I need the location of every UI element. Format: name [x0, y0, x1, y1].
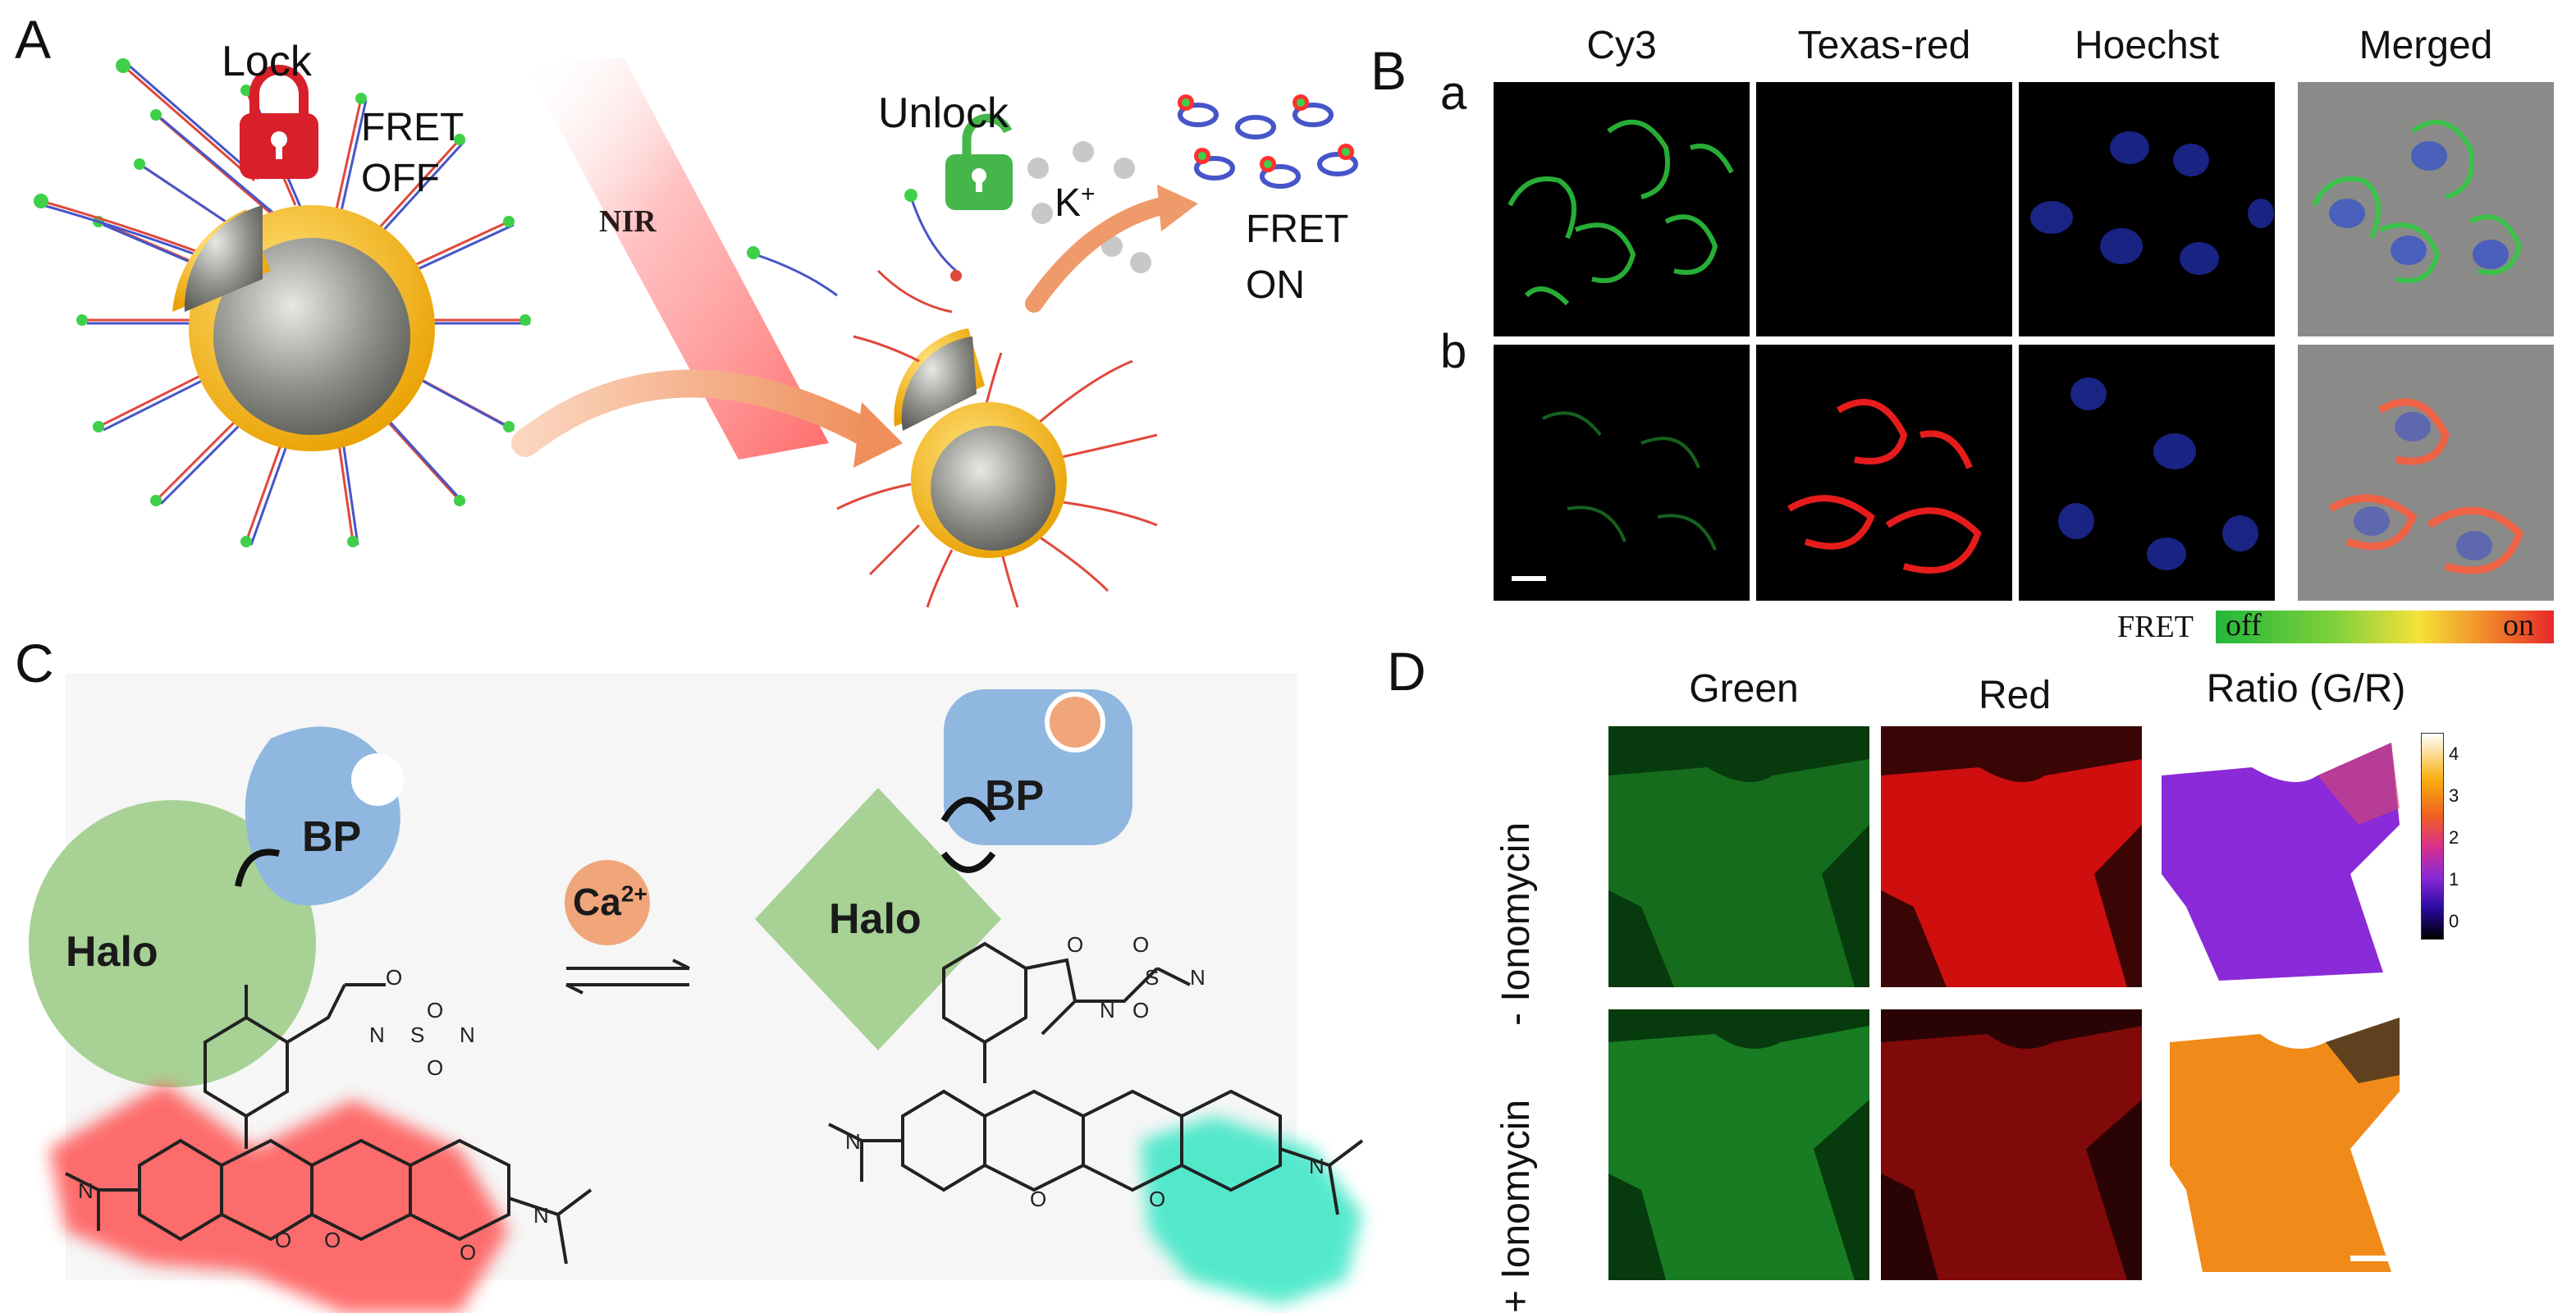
micrograph-b-texas-red	[1756, 345, 2012, 601]
left-fluorophore-skeleton	[65, 983, 593, 1265]
panel-d-col-ratio: Ratio (G/R)	[2206, 667, 2406, 711]
svg-text:O: O	[427, 1055, 443, 1080]
svg-text:N: N	[1190, 965, 1206, 990]
svg-text:O: O	[1030, 1187, 1046, 1211]
svg-text:N: N	[533, 1203, 549, 1228]
calcium-label: Ca2+	[573, 881, 647, 923]
micrograph-a-texas-red	[1756, 82, 2012, 336]
ratio-tick-1: 1	[2449, 869, 2459, 890]
micrograph-plus-ratio	[2153, 1009, 2414, 1280]
bp-label-right: BP	[985, 772, 1045, 820]
fret-off-label-line1: FRET	[361, 106, 464, 149]
bp-label-left: BP	[302, 813, 362, 861]
fluorophore-dots-left	[76, 85, 531, 547]
panel-b-col-cy3: Cy3	[1586, 24, 1657, 67]
potassium-label: K+	[1055, 181, 1096, 225]
nanoparticle-right-core	[931, 426, 1055, 551]
panel-a-letter: A	[15, 9, 52, 70]
nir-beam	[525, 57, 829, 460]
fret-on-label-line1: FRET	[1246, 208, 1349, 251]
micrograph-plus-green	[1608, 1009, 1869, 1280]
panel-d-row-plus: + Ionomycin	[1494, 1099, 1538, 1313]
svg-text:N: N	[1309, 1154, 1325, 1178]
ratio-tick-2: 2	[2449, 827, 2459, 848]
bp-binding-pocket-empty	[351, 753, 404, 806]
micrograph-b-merged	[2298, 345, 2554, 601]
svg-text:S: S	[1145, 965, 1159, 990]
panel-b-col-merged: Merged	[2359, 24, 2493, 67]
micrograph-a-cy3	[1494, 82, 1750, 336]
scale-bar-b	[1512, 576, 1546, 581]
micrograph-b-cy3	[1494, 345, 1750, 601]
panel-b-col-texas-red: Texas-red	[1797, 24, 1971, 67]
svg-text:O: O	[386, 965, 402, 990]
panel-b-col-hoechst: Hoechst	[2074, 24, 2220, 67]
fret-colorbar-off: off	[2226, 608, 2262, 643]
micrograph-minus-ratio	[2153, 726, 2414, 987]
nir-label: NIR	[599, 204, 657, 239]
nanoparticle-left-core	[213, 238, 410, 435]
micrograph-minus-red	[1881, 726, 2142, 987]
lock-icon	[240, 65, 318, 179]
micrograph-minus-green	[1608, 726, 1869, 987]
fret-on-label-line2: ON	[1246, 263, 1305, 307]
unlock-icon	[945, 113, 1013, 210]
svg-text:N: N	[1100, 998, 1115, 1022]
svg-text:N: N	[369, 1022, 385, 1047]
g-quadruplex-complexes	[1178, 103, 1358, 189]
ratio-colorbar-ticks: 4 3 2 1 0	[2449, 733, 2459, 942]
potassium-ions	[1027, 141, 1151, 273]
ratio-tick-3: 3	[2449, 785, 2459, 806]
halo-label-right: Halo	[829, 895, 922, 943]
svg-text:N: N	[78, 1178, 94, 1203]
lock-label: Lock	[222, 38, 312, 85]
ratio-tick-0: 0	[2449, 911, 2459, 931]
ratio-tick-4: 4	[2449, 743, 2459, 764]
micrograph-plus-red	[1881, 1009, 2142, 1280]
fret-colorbar	[2216, 611, 2554, 643]
panel-b-letter: B	[1370, 40, 1407, 101]
svg-text:O: O	[324, 1228, 341, 1252]
ratio-colorbar	[2421, 733, 2444, 940]
panel-d-letter: D	[1387, 641, 1426, 702]
micrograph-a-merged	[2298, 82, 2554, 336]
halo-label-left: Halo	[66, 928, 158, 976]
panel-d-col-green: Green	[1689, 667, 1799, 711]
svg-text:O: O	[460, 1240, 476, 1265]
panel-d-col-red: Red	[1978, 674, 2052, 717]
halo-protein-right	[755, 788, 1001, 1050]
svg-text:O: O	[427, 998, 443, 1022]
panel-c-letter: C	[15, 633, 54, 693]
svg-text:S: S	[410, 1022, 424, 1047]
transition-arrow	[511, 369, 884, 457]
svg-text:O: O	[1067, 932, 1083, 957]
panel-b-row-b: b	[1440, 325, 1467, 378]
bound-calcium-ion	[1045, 692, 1105, 753]
bp-protein-right	[944, 689, 1132, 845]
scale-bar-d	[2350, 1256, 2391, 1261]
micrograph-a-hoechst	[2019, 82, 2275, 336]
svg-text:N: N	[845, 1129, 861, 1154]
fret-colorbar-label: FRET	[2117, 610, 2194, 644]
svg-text:O: O	[1149, 1187, 1165, 1211]
svg-text:O: O	[1132, 998, 1149, 1022]
calcium-ion	[565, 860, 650, 945]
svg-text:O: O	[275, 1228, 291, 1252]
panel-b-row-a: a	[1440, 66, 1467, 120]
panel-a-illustration	[34, 57, 1358, 608]
fret-colorbar-on: on	[2503, 608, 2534, 643]
svg-text:O: O	[1132, 932, 1149, 957]
right-fluorophore-skeleton	[828, 941, 1364, 1215]
unlock-label: Unlock	[878, 89, 1009, 137]
panel-d-row-minus: - Ionomycin	[1494, 821, 1538, 1026]
fret-dots	[1178, 94, 1354, 172]
fret-off-label-line2: OFF	[361, 157, 440, 200]
micrograph-b-hoechst	[2019, 345, 2275, 601]
svg-text:N: N	[460, 1022, 475, 1047]
